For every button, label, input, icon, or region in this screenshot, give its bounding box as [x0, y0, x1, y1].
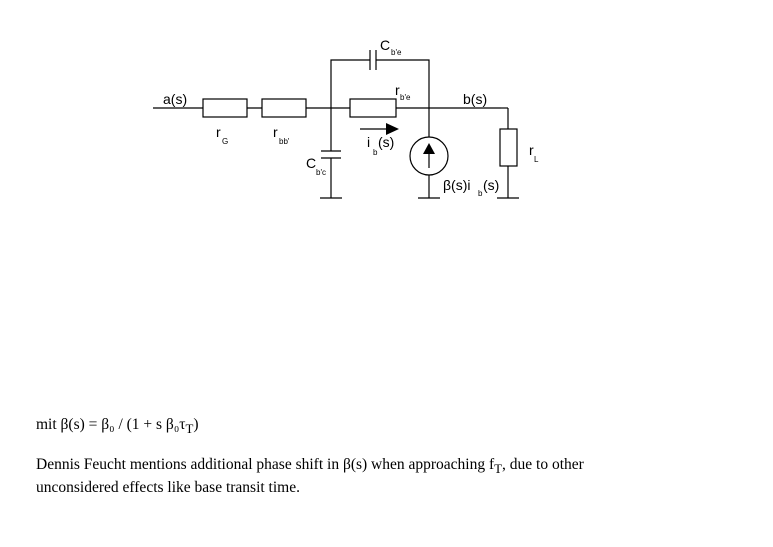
formula-sub: T	[185, 421, 194, 437]
rbe-label: r	[395, 82, 400, 98]
ib-sub: b	[373, 148, 378, 157]
cbe-label: C	[380, 37, 390, 53]
cbc-label: C	[306, 155, 316, 171]
note-sub: T	[494, 461, 503, 477]
note-line1: Dennis Feucht mentions additional phase …	[36, 456, 495, 473]
capacitor-cbc	[321, 150, 341, 159]
ib-label: i	[367, 134, 370, 150]
cbc-sub: b'c	[316, 168, 326, 177]
formula-end: )	[193, 416, 199, 433]
resistor-rg	[202, 98, 248, 118]
rbb-sub: bb'	[279, 137, 290, 146]
rl-sub: L	[534, 155, 539, 164]
output-label: b(s)	[463, 91, 487, 107]
input-label: a(s)	[163, 91, 187, 107]
current-arrow-head	[386, 123, 399, 135]
rbe-sub: b'e	[400, 93, 411, 102]
resistor-rl	[499, 128, 518, 167]
source-suffix: (s)	[483, 177, 499, 193]
rg-sub: G	[222, 137, 228, 146]
capacitor-cbe	[369, 50, 377, 70]
note-line2: unconsidered effects like base transit t…	[36, 479, 300, 497]
cbe-wire	[330, 59, 430, 108]
beta-formula: mit β(s) = β₀ / (1 + s β₀τT)	[36, 416, 199, 437]
rbb-label: r	[273, 124, 278, 140]
cbe-sub: b'e	[391, 48, 402, 57]
explanatory-note: Dennis Feucht mentions additional phase …	[36, 455, 676, 497]
source-sub: b	[478, 189, 483, 198]
ib-suffix: (s)	[378, 134, 394, 150]
rg-label: r	[216, 124, 221, 140]
note-line1-end: , due to other	[502, 456, 584, 473]
rl-label: r	[529, 142, 534, 158]
source-label: β(s)i	[443, 177, 471, 193]
formula-text: mit β(s) = β₀ / (1 + s β₀τ	[36, 416, 186, 433]
source-arrow-head	[423, 143, 435, 154]
resistor-rbe	[349, 98, 397, 118]
resistor-rbb	[261, 98, 307, 118]
